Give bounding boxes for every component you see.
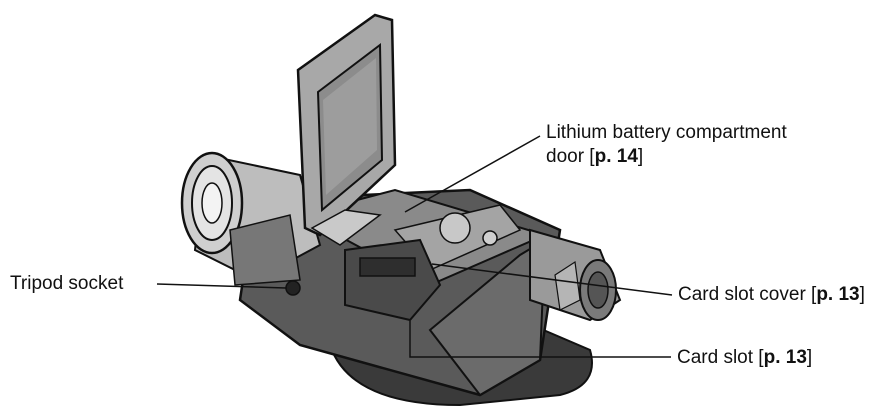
label-tripod-socket: Tripod socket: [10, 273, 124, 294]
leader-line-tripod: [156, 283, 287, 289]
leader-line-card-slot: [409, 321, 671, 358]
label-card-slot: Card slot [p. 13]: [677, 347, 813, 368]
leader-line-lithium: [404, 135, 541, 213]
lcd-hinge: [310, 209, 382, 246]
leader-line-card-cover: [431, 263, 673, 296]
label-lithium-battery-door-line2: door [p. 14]: [546, 146, 644, 167]
label-lithium-battery-door-line1: Lithium battery compartment: [546, 122, 787, 143]
label-card-slot-cover: Card slot cover [p. 13]: [678, 284, 865, 305]
tripod-socket: [285, 280, 301, 296]
